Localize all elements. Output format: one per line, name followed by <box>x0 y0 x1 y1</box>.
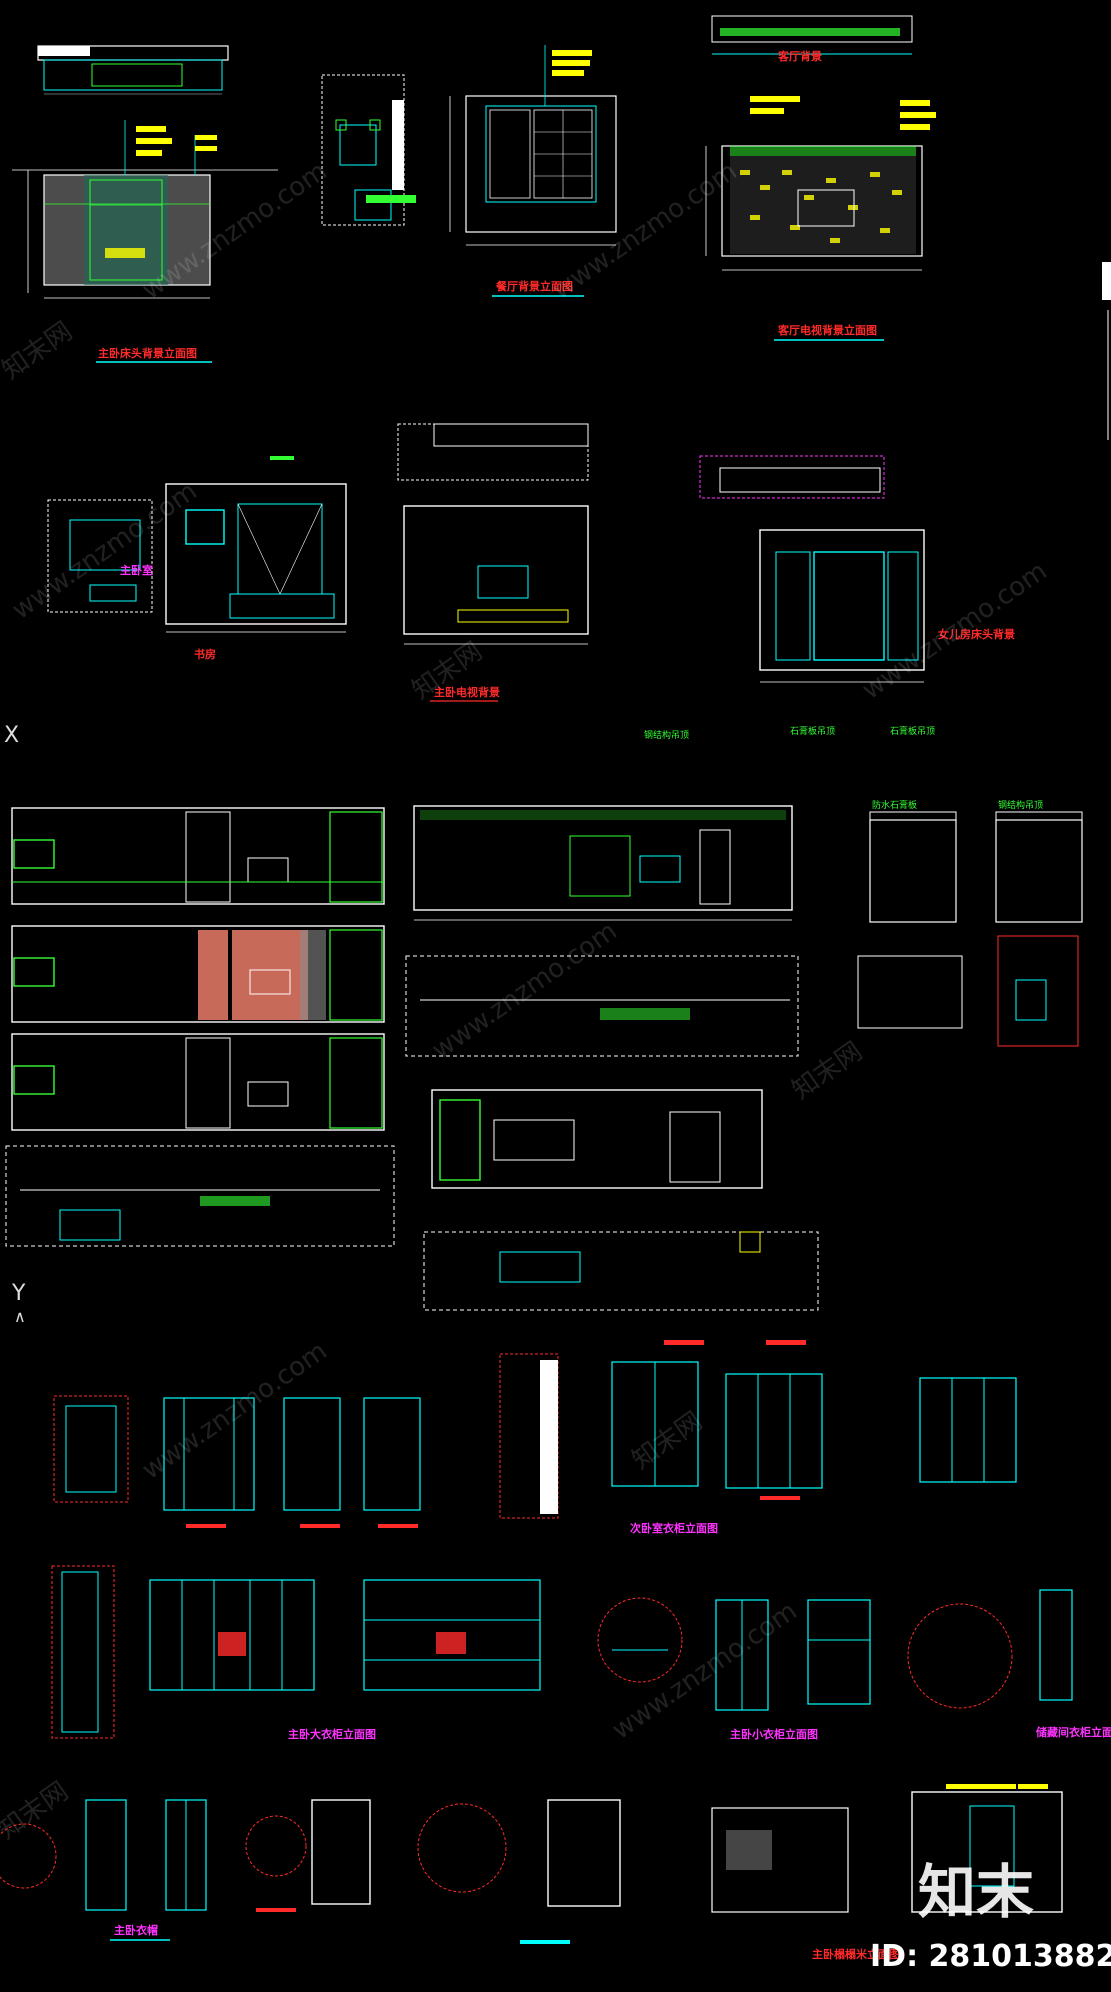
master-tatami-elevation <box>711 1784 1063 1913</box>
watermark-cn-5: 知末网 <box>0 1776 74 1845</box>
living-tv-elevation <box>705 96 936 271</box>
master-tv-elevation <box>397 423 589 645</box>
top-strip-drawing <box>37 45 229 95</box>
label-living-tv-elev: 客厅电视背景立面图 <box>777 323 877 337</box>
watermark-site-6: www.znzmo.com <box>137 1336 333 1486</box>
watermark-site-5: www.znzmo.com <box>427 916 623 1066</box>
master-closet-row <box>0 1799 621 1944</box>
note-2: 石膏板吊顶 <box>790 725 835 737</box>
watermarks: www.znzmo.com www.znzmo.com 知末网 知末网 www.… <box>0 156 1053 1846</box>
restaurant-elevation <box>449 45 617 246</box>
floor-plan-lower <box>423 1231 819 1311</box>
section-middle-bottom <box>431 1089 763 1189</box>
master-small-wardrobe <box>597 1589 1073 1711</box>
note-5: 钢结构吊顶 <box>998 799 1043 811</box>
watermark-site-4: www.znzmo.com <box>7 476 203 626</box>
watermark-site-7: www.znzmo.com <box>607 1596 803 1746</box>
brand-logo: 知末 <box>918 1858 1034 1926</box>
master-bed-head-elevation <box>12 120 278 299</box>
note-3: 石膏板吊顶 <box>890 725 935 737</box>
master-big-wardrobe <box>51 1565 541 1739</box>
label-daughter-bed-head: 女儿房床头背景 <box>938 627 1015 641</box>
study-elevation <box>165 456 347 633</box>
label-master-big-wardrobe: 主卧大衣柜立面图 <box>288 1727 376 1741</box>
image-id: ID: 281013882 <box>870 1939 1111 1974</box>
bath-sections <box>857 811 1083 1047</box>
note-4: 防水石膏板 <box>872 799 917 811</box>
note-1: 钢结构吊顶 <box>644 729 689 741</box>
axis-x-label: X <box>4 723 19 748</box>
section-row-3 <box>11 1033 385 1131</box>
watermark-site-2: www.znzmo.com <box>547 156 743 306</box>
label-living-bg: 客厅背景 <box>777 49 822 63</box>
living-bg-strip <box>711 15 913 55</box>
label-restaurant-elev: 餐厅背景立面图 <box>495 279 573 293</box>
watermark-cn-4: 知末网 <box>627 1406 708 1475</box>
label-cloakroom-wardrobe: 储藏间衣柜立面图 <box>1036 1725 1111 1739</box>
label-second-wardrobe: 次卧室衣柜立面图 <box>630 1521 718 1535</box>
axis-y-label: Y <box>11 1281 26 1306</box>
section-row-1 <box>11 807 385 905</box>
section-middle-top <box>413 805 793 921</box>
watermark-site-3: www.znzmo.com <box>857 556 1053 706</box>
label-master-small-wardrobe: 主卧小衣柜立面图 <box>730 1727 818 1741</box>
daughter-bed-head-elevation <box>699 455 925 683</box>
dining-plan-small <box>321 74 416 226</box>
label-master-bed-head-elev: 主卧床头背景立面图 <box>98 346 197 360</box>
floor-plan-middle <box>405 955 799 1057</box>
label-master-closet: 主卧衣帽 <box>114 1923 158 1937</box>
label-small: 主卧室 <box>120 563 153 577</box>
study-plan-small <box>47 499 153 613</box>
label-master-tatami: 主卧榻榻米立面图 <box>812 1947 900 1961</box>
edge-marker <box>1102 262 1111 300</box>
label-master-tv-elev: 主卧电视背景 <box>434 685 500 699</box>
label-study: 书房 <box>194 647 216 661</box>
second-bedroom-wardrobe <box>499 1340 1017 1519</box>
floor-plan-left <box>5 1145 395 1247</box>
wardrobe-row-1 <box>53 1395 421 1528</box>
section-row-2 <box>11 925 385 1023</box>
watermark-cn-1: 知末网 <box>0 316 78 385</box>
watermark-cn-3: 知末网 <box>787 1036 868 1105</box>
axis-y-arrow: ∧ <box>14 1307 26 1326</box>
